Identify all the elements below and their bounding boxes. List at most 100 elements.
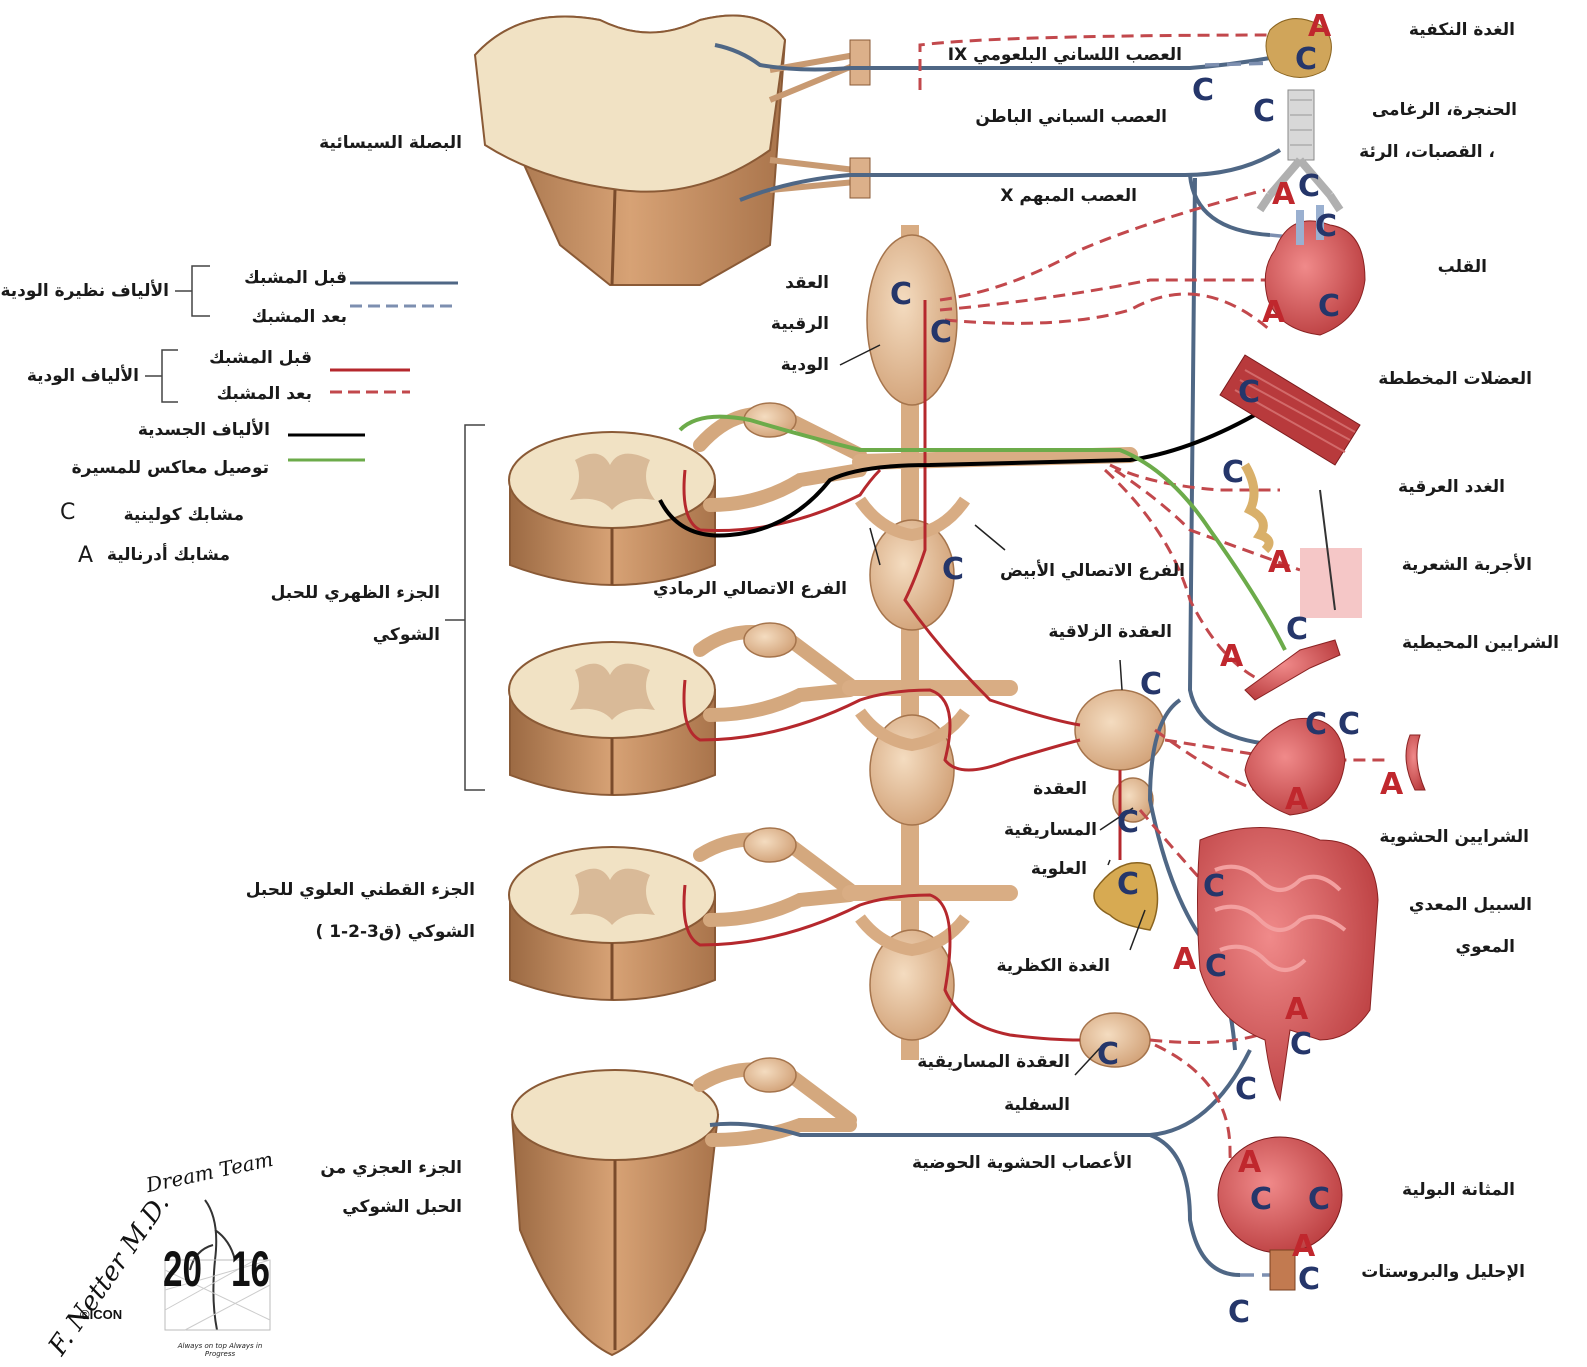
legend-parasympathetic-group: الألياف نظيرة الودية [0, 281, 169, 301]
icon-mark: ©ICON [80, 1307, 122, 1322]
thoracic-cord [509, 432, 715, 585]
netter-signature: F. Netter M.D. ©ICON [5, 1215, 145, 1335]
synapse-cholinergic: C [1338, 710, 1360, 740]
label-cervical-ganglion-3: الودية [781, 355, 829, 375]
year-left: 20 [163, 1240, 202, 1298]
synapse-cholinergic: C [942, 555, 964, 585]
label-superior-mesenteric-1: العقدة [1033, 779, 1087, 799]
label-sweat: الغدد العرقية [1398, 477, 1505, 497]
synapse-cholinergic: C [1235, 1075, 1257, 1105]
label-thoracic-1: الجزء الظهري للحبل [271, 583, 440, 603]
legend-preganglionic-para: قبل المشبك [244, 268, 347, 288]
synapse-cholinergic: C [1305, 710, 1327, 740]
synapse-adrenergic: A [1173, 945, 1196, 975]
label-superior-mesenteric-2: المساريقية [1004, 820, 1097, 840]
synapse-cholinergic: C [1140, 670, 1162, 700]
label-adrenal: الغدة الكظرية [996, 956, 1110, 976]
synapse-adrenergic: A [1292, 1232, 1315, 1262]
synapse-cholinergic: C [1286, 615, 1308, 645]
label-heart: القلب [1438, 257, 1487, 277]
medulla [475, 16, 870, 286]
synapse-adrenergic: A [1285, 995, 1308, 1025]
visceral-artery [1406, 735, 1425, 790]
synapse-cholinergic: C [1117, 808, 1139, 838]
label-sacral-2: الحبل الشوكي [342, 1197, 462, 1217]
legend-postganglionic-sym: بعد المشبك [217, 384, 312, 404]
label-inferior-mesenteric-2: السفلية [1004, 1095, 1070, 1115]
synapse-cholinergic: C [1290, 1030, 1312, 1060]
synapse-cholinergic: C [1295, 45, 1317, 75]
skeletal-muscle [1220, 355, 1360, 465]
synapse-adrenergic: A [1220, 642, 1243, 672]
sweat-gland [1245, 465, 1269, 550]
dream-team-motto: Always on top Always in Progress [165, 1342, 275, 1358]
year-right: 16 [231, 1240, 270, 1298]
peripheral-artery [1245, 640, 1340, 700]
label-lumbar-2: الشوكي (ق3-2-1 ) [316, 922, 476, 942]
legend-brackets [145, 266, 485, 790]
legend-preganglionic-sym: قبل المشبك [209, 348, 312, 368]
synapse-adrenergic: A [1285, 785, 1308, 815]
synapse-cholinergic: C [1238, 378, 1260, 408]
synapse-cholinergic: C [1253, 97, 1275, 127]
synapse-adrenergic: A [1272, 180, 1295, 210]
synapse-cholinergic: C [890, 280, 912, 310]
sacral-cord [512, 1070, 718, 1355]
synapse-cholinergic: C [1192, 76, 1214, 106]
synapse-cholinergic: C [1203, 872, 1225, 902]
label-glossopharyngeal: العصب اللساني البلعومي IX [948, 45, 1182, 65]
synapse-cholinergic: C [1315, 212, 1337, 242]
synapse-adrenergic: A [1308, 12, 1331, 42]
legend-visceral-afferent: توصيل معاكس للمسيرة [72, 458, 269, 478]
label-larynx-2: ، القصبات، الرئة [1359, 142, 1495, 162]
hair-follicle [1300, 490, 1362, 618]
label-pelvic-splanchnic: الأعصاب الحشوية الحوضية [912, 1153, 1132, 1173]
label-larynx-1: الحنجرة، الرغامى [1372, 100, 1517, 120]
label-lumbar-1: الجزء القطني العلوي للحبل [246, 880, 475, 900]
label-superior-mesenteric-3: العلوية [1031, 859, 1087, 879]
synapse-adrenergic: A [1262, 298, 1285, 328]
synapse-cholinergic: C [1097, 1040, 1119, 1070]
synapse-cholinergic: C [1298, 172, 1320, 202]
legend-somatic: الألياف الجسدية [138, 420, 270, 440]
label-hair: الأجربة الشعرية [1402, 555, 1532, 575]
legend-cholinergic-symbol: C [60, 500, 75, 525]
label-urethra: الإحليل والبروستات [1361, 1262, 1525, 1282]
label-white-ramus: الفرع الاتصالي الأبيض [1000, 561, 1185, 581]
synapse-cholinergic: C [1298, 1265, 1320, 1295]
label-skeletal-muscle: العضلات المخططة [1378, 369, 1532, 389]
label-parotid: الغدة النكفية [1409, 20, 1515, 40]
legend-sympathetic-group: الألياف الودية [27, 366, 139, 386]
label-gi-1: السبيل المعدي [1409, 895, 1532, 915]
label-medulla: البصلة السيسائية [319, 133, 462, 153]
label-gi-2: المعوي [1456, 937, 1515, 957]
label-vagus: العصب المبهم X [1000, 186, 1137, 206]
legend-cholinergic: مشابك كولينية [124, 505, 244, 525]
lumbar-cord [509, 847, 715, 1000]
label-cervical-ganglion-1: العقد [785, 273, 829, 293]
synapse-cholinergic: C [1117, 870, 1139, 900]
synapse-cholinergic: C [1205, 952, 1227, 982]
dream-team-logo: Dream Team 20 16 Always on top Always in… [145, 1160, 290, 1360]
label-inferior-mesenteric-1: العقدة المساريقية [917, 1052, 1070, 1072]
synapse-adrenergic: A [1238, 1148, 1261, 1178]
synapse-cholinergic: C [1222, 458, 1244, 488]
synapse-adrenergic: A [1380, 770, 1403, 800]
synapse-cholinergic: C [1250, 1185, 1272, 1215]
legend-adrenergic-symbol: A [78, 543, 93, 568]
legend-adrenergic: مشابك أدرنالية [107, 545, 230, 565]
label-cervical-ganglion-2: الرقبية [771, 314, 829, 334]
synapse-cholinergic: C [930, 318, 952, 348]
synapse-cholinergic: C [1308, 1185, 1330, 1215]
thoracic-cord-2 [509, 642, 715, 795]
label-gray-ramus: الفرع الاتصالي الرمادي [653, 579, 847, 599]
label-visceral-arteries: الشرايين الحشوية [1379, 827, 1529, 847]
synapse-cholinergic: C [1228, 1298, 1250, 1328]
synapse-cholinergic: C [1318, 292, 1340, 322]
label-internal-spinal: العصب السباني الباطن [975, 107, 1167, 127]
label-celiac: العقدة الزلاقية [1048, 622, 1172, 642]
legend-postganglionic-para: بعد المشبك [252, 307, 347, 327]
label-thoracic-2: الشوكي [373, 625, 440, 645]
label-peripheral-arteries: الشرايين المحيطية [1402, 633, 1559, 653]
